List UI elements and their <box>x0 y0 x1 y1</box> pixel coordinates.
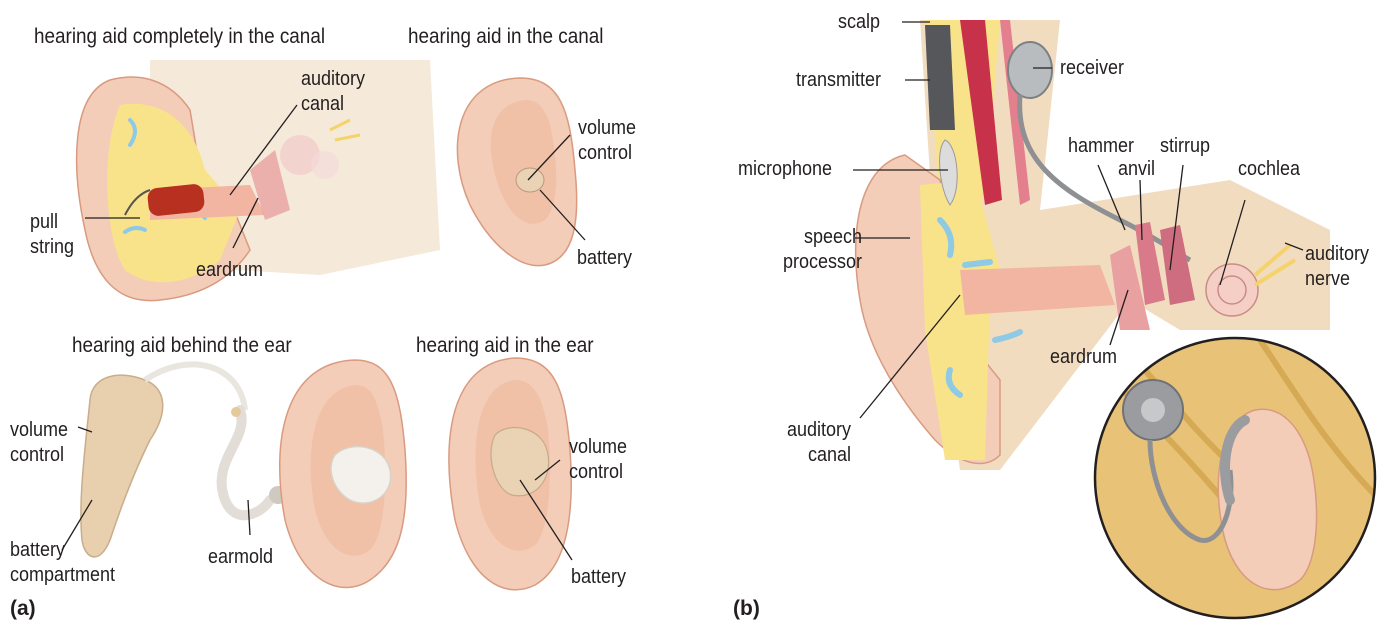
ite-ear-illustration <box>449 358 571 590</box>
title-itc: hearing aid in the canal <box>408 24 603 50</box>
label-eardrum-a: eardrum <box>196 258 263 283</box>
label-microphone: microphone <box>738 157 832 182</box>
bte-device-illustration <box>81 364 287 557</box>
label-scalp: scalp <box>838 10 880 35</box>
label-cochlea: cochlea <box>1238 157 1300 182</box>
label-receiver: receiver <box>1060 56 1124 81</box>
label-battery-compartment: battery compartment <box>10 538 115 588</box>
label-itc-volume-control: volume control <box>578 116 636 166</box>
title-cic: hearing aid completely in the canal <box>34 24 325 50</box>
title-ite: hearing aid in the ear <box>416 333 594 359</box>
label-ite-battery: battery <box>571 565 626 590</box>
label-ite-volume-control: volume control <box>569 435 627 485</box>
label-stirrup: stirrup <box>1160 134 1210 159</box>
label-speech-processor: speech processor <box>783 225 862 275</box>
label-hammer: hammer <box>1068 134 1134 159</box>
label-bte-volume-control: volume control <box>10 418 68 468</box>
label-pull-string: pull string <box>30 210 74 260</box>
label-auditory-canal-a: auditory canal <box>301 67 365 117</box>
label-auditory-canal-b: auditory canal <box>787 418 851 468</box>
panel-label-a: (a) <box>10 596 36 622</box>
label-eardrum-b: eardrum <box>1050 345 1117 370</box>
label-auditory-nerve: auditory nerve <box>1305 242 1369 292</box>
label-itc-battery: battery <box>577 246 632 271</box>
title-bte: hearing aid behind the ear <box>72 333 292 359</box>
label-earmold: earmold <box>208 545 273 570</box>
label-anvil: anvil <box>1118 157 1155 182</box>
inset-external-device-illustration <box>1095 338 1380 618</box>
panel-label-b: (b) <box>733 596 760 622</box>
itc-ear-illustration <box>457 78 576 266</box>
bte-ear-illustration <box>280 360 407 588</box>
label-transmitter: transmitter <box>796 68 881 93</box>
